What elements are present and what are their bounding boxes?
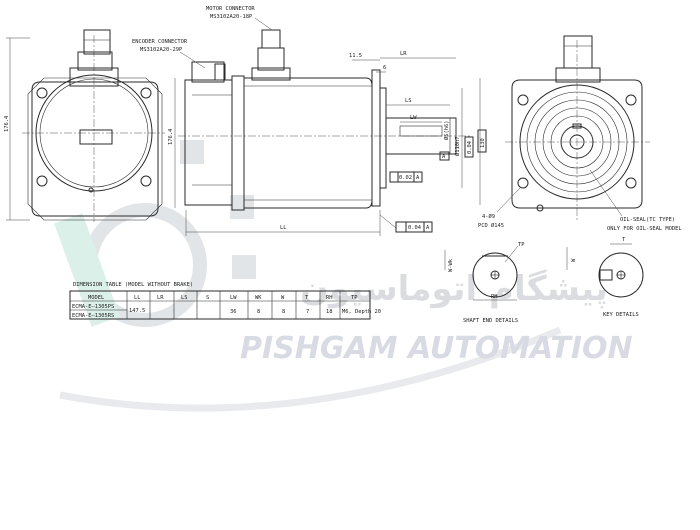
table-row-1-model: ECMA-E–1305PS <box>72 304 114 310</box>
dim-130: 130 <box>480 138 486 148</box>
right-end-view: 4-Ø9 PCD Ø145 OIL-SEAL(TC TYPE) ONLY FOR… <box>478 35 682 232</box>
tol-004-b: 0.04 <box>408 225 421 231</box>
dim-ll: LL <box>280 225 287 231</box>
table-header-t: T <box>305 295 309 301</box>
table-header-s: S <box>206 295 209 301</box>
table-row-1-lw: 36 <box>230 309 237 315</box>
dim-ls: LS <box>405 98 412 104</box>
table-header-rh: RH <box>326 295 333 301</box>
motor-connector-label: MOTOR CONNECTOR <box>206 6 255 12</box>
table-header-tp: TP <box>351 295 358 301</box>
dim-s-h6: ØS(h6) <box>443 121 450 140</box>
table-header-wk: WK <box>255 295 262 301</box>
motor-connector-part: MS3102A20-18P <box>210 14 252 20</box>
encoder-connector-label: ENCODER CONNECTOR <box>132 39 188 45</box>
table-header-w: W <box>281 295 285 301</box>
oil-seal-label-2: ONLY FOR OIL-SEAL MODEL <box>607 226 682 232</box>
watermark-gear-icon <box>54 140 256 327</box>
table-row-1-w: 8 <box>282 309 285 315</box>
dim-6: 6 <box>383 65 386 71</box>
dim-11-5: 11.5 <box>349 53 362 59</box>
table-header-lr: LR <box>157 295 164 301</box>
shaft-rh-label: RH <box>491 294 498 300</box>
table-header-ll: LL <box>134 295 141 301</box>
dim-176-4-left: 176.4 <box>4 116 10 132</box>
dim-lw: LW <box>410 115 417 121</box>
table-row-1-tp: M6, Depth 20 <box>342 309 381 315</box>
tol-002: 0.02 <box>399 175 412 181</box>
encoder-connector-part: MS3102A20-29P <box>140 47 182 53</box>
table-row-1-ll: 147.5 <box>129 308 145 314</box>
oil-seal-label-1: OIL-SEAL(TC TYPE) <box>620 217 675 223</box>
pcd-label: PCD Ø145 <box>478 222 504 229</box>
key-details: W T KEY DETAILS <box>566 237 644 318</box>
key-w-label: W <box>571 258 577 262</box>
table-row-2-model: ECMA-E–1305RS <box>72 313 114 319</box>
left-end-view: 176.4 <box>4 29 165 222</box>
shaft-wk-label: W-Wk <box>448 258 454 272</box>
dim-110-h7: Ø110h7 <box>454 137 461 156</box>
shaft-end-details-title: SHAFT END DETAILS <box>463 318 518 324</box>
shaft-tp-label: TP <box>518 242 525 248</box>
table-row-1-t: 7 <box>306 309 309 315</box>
table-header-model: MODEL <box>88 295 104 301</box>
tol-004-b-datum: A <box>426 225 430 231</box>
key-details-title: KEY DETAILS <box>603 312 639 318</box>
shaft-end-details: W-Wk TP RH SHAFT END DETAILS <box>444 242 525 324</box>
dim-lr: LR <box>400 51 407 57</box>
table-row-1-rh: 18 <box>326 309 333 315</box>
holes-label: 4-Ø9 <box>482 213 495 220</box>
table-header-lw: LW <box>230 295 237 301</box>
side-view: ENCODER CONNECTOR MS3102A20-29P MOTOR CO… <box>132 6 487 236</box>
table-title: DIMENSION TABLE (MODEL WITHOUT BRAKE) <box>73 282 193 288</box>
table-header-ls: LS <box>181 295 188 301</box>
watermark-english: PISHGAM AUTOMATION <box>240 331 633 366</box>
watermark: پیشگام اتوماسیون PISHGAM AUTOMATION <box>54 140 633 412</box>
key-t-label: T <box>622 237 626 243</box>
datum-a-flag: A <box>442 154 446 160</box>
dimension-table: DIMENSION TABLE (MODEL WITHOUT BRAKE) MO… <box>69 282 381 320</box>
table-row-1-wk: 8 <box>257 309 260 315</box>
watermark-persian: پیشگام اتوماسیون <box>300 269 608 309</box>
tol-002-datum: A <box>416 175 420 181</box>
dim-176-4-mid: 176.4 <box>168 129 174 145</box>
tol-004-a: 0.04 <box>467 141 473 154</box>
